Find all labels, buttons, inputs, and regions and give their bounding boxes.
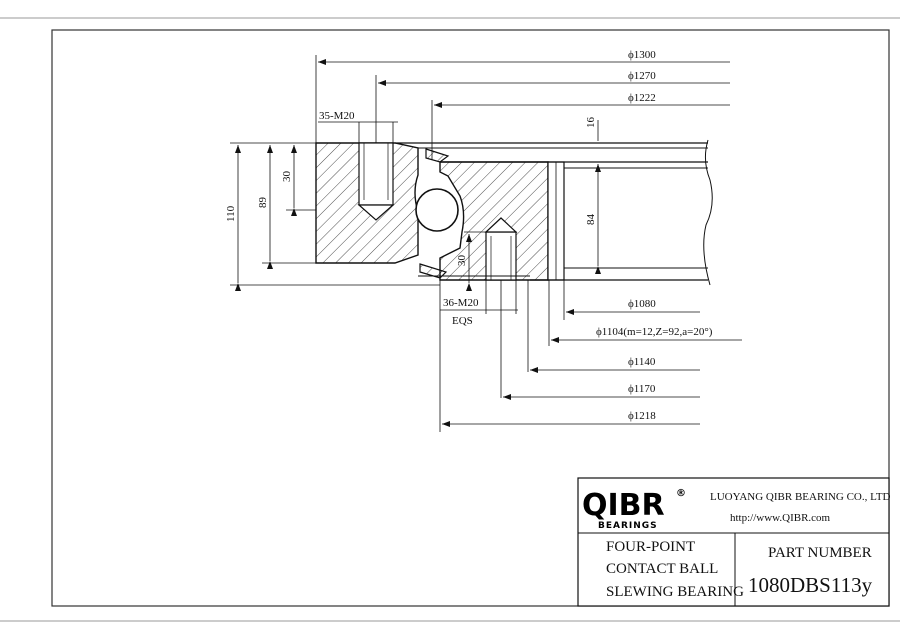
qibr-logo: QIBR — [582, 488, 665, 523]
dim-1222: ϕ1222 — [628, 92, 656, 104]
drawing-border — [51, 29, 890, 607]
outer-bolt-tip — [357, 204, 395, 221]
dim-1104: ϕ1104(m=12,Z=92,a=20°) — [596, 326, 713, 338]
dim-h89: 89 — [257, 197, 269, 209]
company-name: LUOYANG QIBR BEARING CO., LTD — [710, 491, 891, 503]
inner-bolt-note: EQS — [452, 315, 473, 327]
dim-h16: 16 — [585, 117, 597, 129]
description-line2: CONTACT BALL — [606, 561, 718, 577]
dim-h84: 84 — [585, 214, 597, 226]
registered-mark: ® — [676, 488, 686, 499]
dim-1140: ϕ1140 — [628, 356, 656, 368]
dim-1270: ϕ1270 — [628, 70, 656, 82]
inner-bolt-label: 36-M20 — [443, 297, 479, 309]
dim-h30-inner: 30 — [456, 255, 468, 267]
break-line — [703, 139, 713, 286]
dim-h30-outer: 30 — [281, 171, 293, 183]
dim-1300: ϕ1300 — [628, 49, 656, 61]
dim-1170: ϕ1170 — [628, 383, 656, 395]
top-seal — [425, 148, 450, 163]
logo-sub: BEARINGS — [598, 521, 658, 531]
description-line3: SLEWING BEARING — [606, 584, 744, 600]
title-block — [577, 477, 890, 607]
bearing-ball — [415, 188, 459, 232]
part-number-label: PART NUMBER — [768, 545, 872, 561]
part-number: 1080DBS113y — [748, 573, 873, 597]
dim-h110: 110 — [225, 205, 237, 222]
outer-bolt-label: 35-M20 — [319, 110, 355, 122]
company-website: http://www.QIBR.com — [730, 512, 831, 524]
dim-1218: ϕ1218 — [628, 410, 656, 422]
inner-bolt-hole — [485, 231, 517, 281]
inner-bolt-tip — [484, 217, 518, 233]
description-line1: FOUR-POINT — [606, 539, 695, 555]
dim-1080: ϕ1080 — [628, 298, 656, 310]
